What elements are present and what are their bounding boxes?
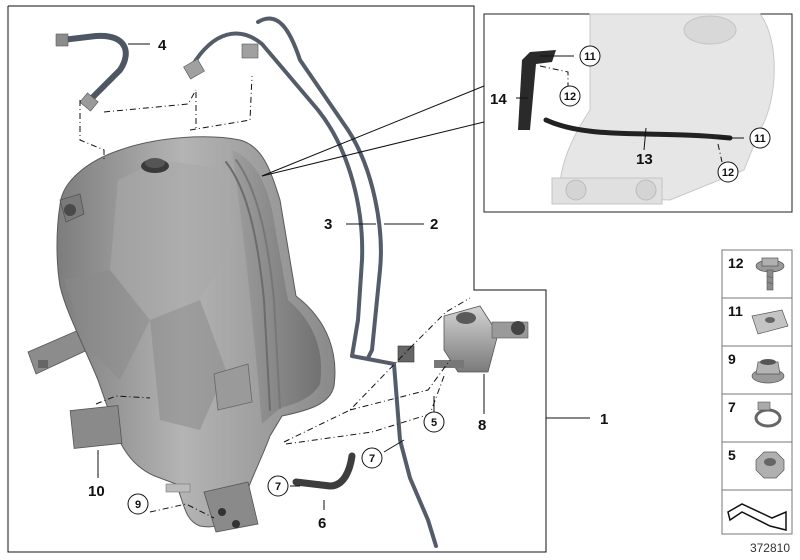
panel-label-9: 9 — [728, 351, 736, 367]
panel-label-5: 5 — [728, 447, 736, 463]
assembly-line — [103, 89, 197, 113]
label-part-13: 13 — [636, 151, 653, 168]
leader-line — [539, 65, 569, 88]
callout-11-text: 11 — [584, 51, 596, 63]
assembly-line — [285, 375, 445, 445]
leader-line — [383, 439, 405, 453]
callout-circle-12: 12 — [559, 85, 581, 107]
panel-label-12: 12 — [728, 255, 744, 271]
label-part-14: 14 — [490, 91, 507, 108]
valve-part-8 — [434, 305, 529, 373]
callout-circle-11: 11 — [579, 45, 601, 67]
hose-2 — [256, 16, 383, 360]
callout-7-text: 7 — [275, 481, 281, 493]
label-part-3: 3 — [324, 216, 332, 233]
orientation-arrow-icon — [727, 503, 787, 531]
callout-line — [261, 121, 485, 177]
label-part-1: 1 — [600, 411, 608, 428]
panel-label-7: 7 — [728, 399, 736, 415]
reference-number: 372810 — [750, 541, 790, 555]
assembly-line — [283, 347, 411, 443]
hose-6 — [292, 452, 356, 490]
callout-5-text: 5 — [431, 417, 437, 429]
hose-3 — [183, 31, 438, 548]
leader-line — [717, 143, 723, 163]
label-part-2: 2 — [430, 216, 438, 233]
callout-circle-11: 11 — [749, 127, 771, 149]
callout-circle-7: 7 — [267, 475, 289, 497]
small-parts-panel: 12 11 9 7 5 — [721, 249, 793, 535]
assembly-line — [149, 503, 215, 519]
callout-12-text: 12 — [564, 91, 576, 103]
label-part-6: 6 — [318, 515, 326, 532]
assembly-line — [95, 395, 151, 405]
callout-9-text: 9 — [135, 499, 141, 511]
callout-11-text: 11 — [754, 133, 766, 145]
assembly-line — [79, 100, 105, 160]
hex-nut-icon — [755, 451, 785, 479]
detail-inset — [483, 13, 793, 213]
callout-circle-12: 12 — [717, 161, 739, 183]
bolt-icon — [755, 257, 785, 291]
callout-circle-5: 5 — [423, 411, 445, 433]
hose-4 — [55, 32, 129, 112]
leader-line — [643, 127, 647, 151]
main-frame — [7, 5, 547, 553]
assembly-line — [189, 75, 253, 131]
label-part-4: 4 — [158, 37, 167, 54]
hose-clamp-icon — [754, 401, 782, 428]
collar-nut-icon — [751, 359, 785, 384]
fuel-tank — [27, 136, 336, 533]
label-part-10: 10 — [88, 483, 105, 500]
assembly-line — [409, 297, 471, 349]
assembly-line — [349, 359, 451, 411]
label-part-8: 8 — [478, 417, 486, 434]
callout-line — [261, 85, 485, 177]
callout-12-text: 12 — [722, 167, 734, 179]
callout-circle-9: 9 — [127, 493, 149, 515]
pad-part — [69, 405, 123, 449]
callout-circle-7: 7 — [361, 447, 383, 469]
callout-7-text: 7 — [369, 453, 375, 465]
panel-label-11: 11 — [728, 303, 743, 319]
clip-nut-icon — [751, 309, 789, 335]
